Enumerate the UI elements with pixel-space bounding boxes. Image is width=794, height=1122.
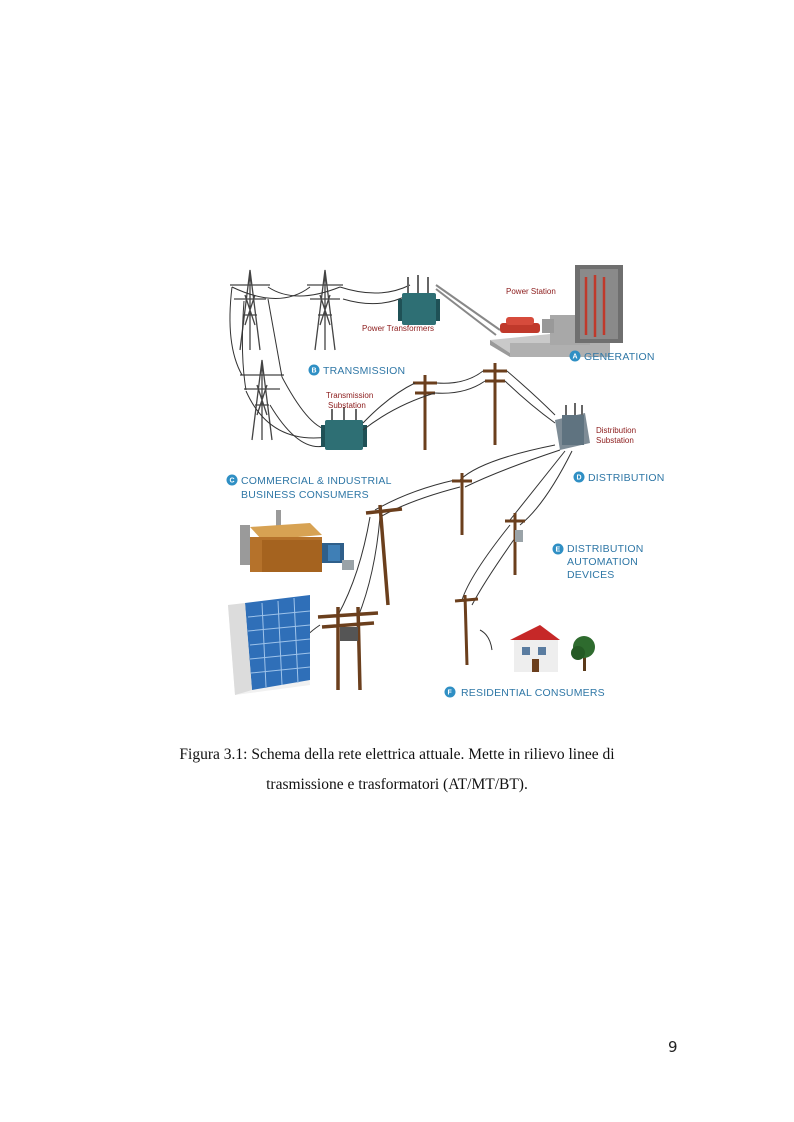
badge-f-letter: F xyxy=(448,690,453,697)
power-grid-illustration: Power Station Power Transformers A GENER… xyxy=(226,265,665,699)
badge-d xyxy=(573,471,585,483)
power-transformers-label: Power Transformers xyxy=(362,324,434,333)
utility-pole-icon xyxy=(454,594,479,666)
transformer-box-icon xyxy=(342,560,354,570)
distribution-substation-icon xyxy=(555,403,590,450)
distribution-label: DISTRIBUTION xyxy=(588,472,665,484)
transmission-substation-label-2: Substation xyxy=(328,401,366,410)
figure-caption: Figura 3.1: Schema della rete elettrica … xyxy=(150,740,644,800)
residential-label: RESIDENTIAL CONSUMERS xyxy=(461,687,605,699)
transmission-tower-icon xyxy=(240,359,284,441)
badge-c xyxy=(226,474,238,486)
badge-c-letter: C xyxy=(230,478,235,485)
utility-pole-icon xyxy=(452,473,472,535)
badge-e xyxy=(552,543,564,555)
generation-label: GENERATION xyxy=(584,351,655,363)
power-grid-figure: Power Station Power Transformers A GENER… xyxy=(210,255,670,715)
distribution-substation-label-1: Distribution xyxy=(596,426,636,435)
badge-d-letter: D xyxy=(577,475,582,482)
utility-pole-icon xyxy=(365,504,403,606)
transformer-box-icon xyxy=(340,627,358,641)
power-transformer-icon xyxy=(398,275,440,325)
factory-icon xyxy=(240,510,344,572)
badge-a xyxy=(569,350,581,362)
transmission-tower-icon xyxy=(230,269,270,351)
badge-b xyxy=(308,364,320,376)
transmission-substation-label-1: Transmission xyxy=(326,391,373,400)
power-station-icon xyxy=(490,265,623,357)
transmission-label: TRANSMISSION xyxy=(323,365,405,377)
badge-e-letter: E xyxy=(556,547,561,554)
transmission-substation-icon xyxy=(321,407,367,450)
automation-label-line2: AUTOMATION xyxy=(567,556,638,568)
badge-f xyxy=(444,686,456,698)
tree-icon xyxy=(571,636,595,671)
badge-b-letter: B xyxy=(312,368,317,375)
power-station-label: Power Station xyxy=(506,287,556,296)
automation-label-line1: DISTRIBUTION xyxy=(567,543,644,555)
utility-pole-icon xyxy=(505,513,525,575)
commercial-label-line1: COMMERCIAL & INDUSTRIAL xyxy=(241,475,392,487)
caption-line-1: Figura 3.1: Schema della rete elettrica … xyxy=(179,746,615,763)
utility-pole-icon xyxy=(413,375,437,450)
distribution-substation-label-2: Substation xyxy=(596,436,634,445)
automation-device-icon xyxy=(515,530,523,542)
page-number: 9 xyxy=(668,1038,678,1056)
badge-a-letter: A xyxy=(573,354,578,361)
caption-line-2: trasmissione e trasformatori (AT/MT/BT). xyxy=(266,776,528,793)
office-building-icon xyxy=(228,595,311,695)
automation-label-line3: DEVICES xyxy=(567,569,615,581)
utility-pole-icon xyxy=(483,363,507,445)
utility-pole-icon xyxy=(317,606,379,691)
commercial-label-line2: BUSINESS CONSUMERS xyxy=(241,489,369,501)
transmission-tower-icon xyxy=(307,269,343,351)
house-icon xyxy=(510,625,560,672)
